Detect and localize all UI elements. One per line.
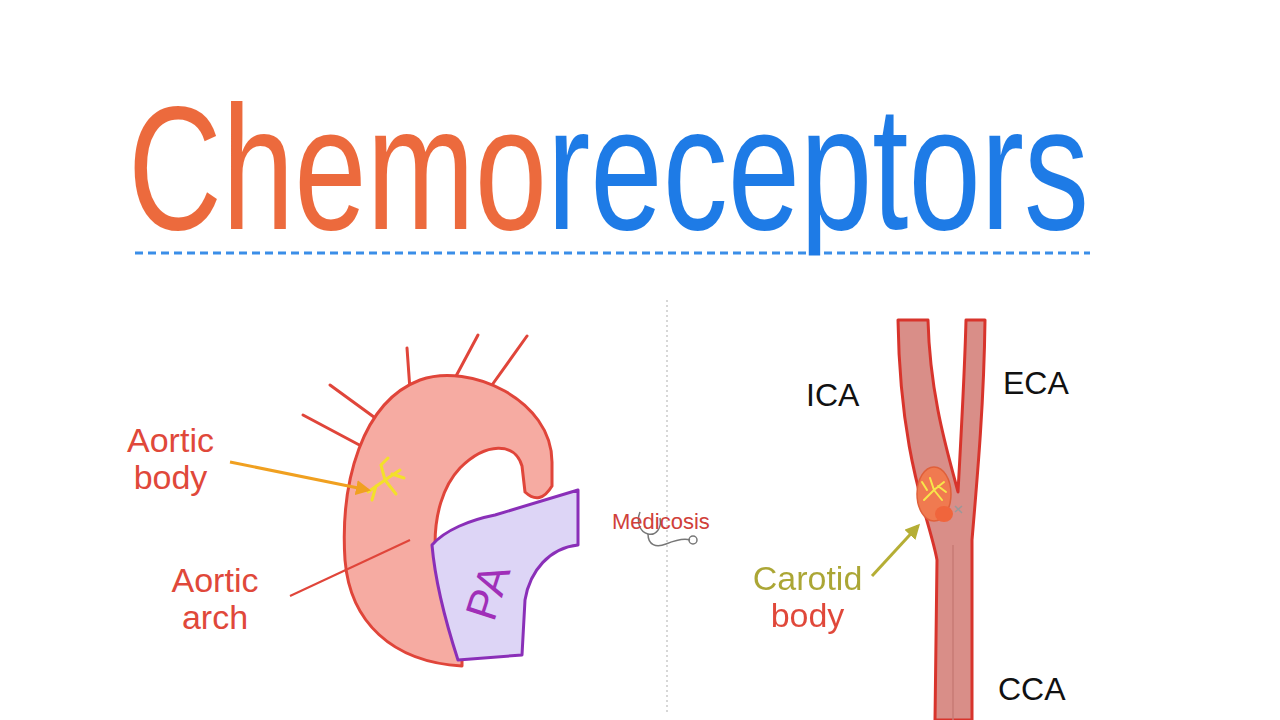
carotid-artery bbox=[898, 320, 985, 720]
label-box: CCA bbox=[998, 672, 1088, 707]
aortic-body-glomus bbox=[368, 458, 404, 500]
label-box: ECA bbox=[1003, 366, 1093, 401]
title: Chemoreceptors bbox=[128, 80, 1089, 256]
label-box: Aortic body bbox=[108, 422, 233, 497]
vessel-label: ECA bbox=[1003, 366, 1069, 401]
branch-vessel bbox=[303, 415, 365, 448]
pulmonary-artery-shape bbox=[432, 490, 578, 660]
vessel-label: ICA bbox=[806, 378, 859, 413]
panel-divider bbox=[666, 300, 667, 712]
label-box: Aortic arch bbox=[150, 562, 280, 637]
branch-vessel bbox=[492, 336, 527, 385]
label-box: ICA bbox=[806, 378, 886, 413]
vessel-label: CCA bbox=[998, 672, 1066, 707]
aortic-body-arrow bbox=[230, 462, 368, 490]
branch-vessel bbox=[455, 335, 478, 378]
callout-label: Carotid body bbox=[745, 560, 870, 635]
nerve-mark bbox=[955, 506, 962, 513]
carotid-body-arrow bbox=[872, 526, 918, 576]
callout-label: Aortic body bbox=[108, 422, 233, 497]
carotid-body-glomus bbox=[922, 478, 946, 500]
carotid-body-lobe bbox=[935, 506, 953, 522]
aortic-arch-leader bbox=[290, 540, 410, 596]
vessel-node: PA bbox=[420, 480, 590, 670]
callout-label: Aortic arch bbox=[150, 562, 280, 637]
branch-vessel bbox=[330, 385, 378, 420]
vessel-shading bbox=[952, 545, 954, 720]
label-box: Carotid body bbox=[745, 560, 870, 635]
label-box: Medicosis bbox=[612, 510, 722, 534]
watermark: Medicosis bbox=[612, 510, 710, 534]
